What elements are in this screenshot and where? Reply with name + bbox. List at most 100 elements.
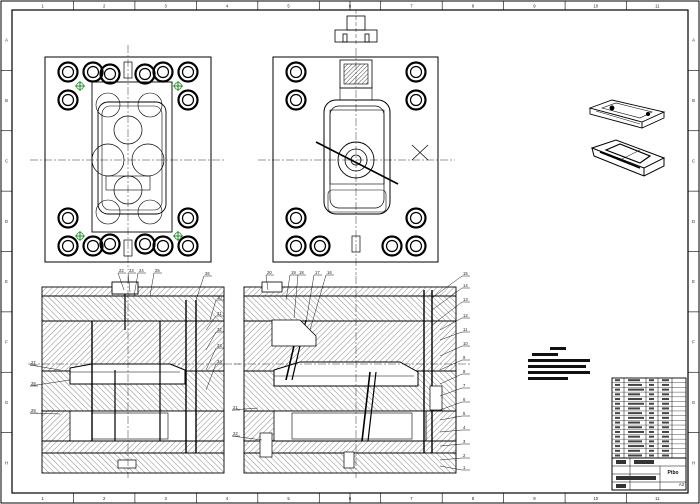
product-isometric-bottom: [590, 139, 666, 177]
balloon-leader: [439, 387, 463, 397]
parts-list-cell-text: [649, 407, 654, 410]
bolt-hole-inner: [289, 93, 303, 107]
parts-list-cell-text: [615, 445, 620, 448]
parts-list-cell-text: [662, 407, 669, 410]
bolt-hole-outer: [57, 61, 79, 83]
balloon-leader: [29, 364, 61, 371]
parts-list-cell-text: [628, 398, 642, 401]
parts-list-cell-text: [615, 421, 620, 424]
balloon-leader: [205, 315, 217, 331]
parts-list-cell-text: [615, 449, 620, 452]
zone-row-label-left: A: [5, 38, 8, 43]
title-block: [611, 457, 687, 491]
bolt-hole-outer: [177, 89, 199, 111]
bolt-hole-outer: [309, 235, 331, 257]
parts-list-cell-text: [662, 421, 669, 424]
parts-list-cell-text: [649, 416, 654, 419]
bolt-hole-inner: [86, 239, 100, 253]
bolt-hole-inner: [61, 65, 75, 79]
zone-column-label-bottom: 8: [472, 496, 475, 501]
bolt-hole-inner: [138, 237, 152, 251]
balloon-label: 21: [233, 405, 238, 410]
parts-list-cell-text: [615, 383, 620, 386]
balloon-label: 19: [291, 270, 296, 275]
bolt-hole-outer: [99, 233, 121, 255]
bolt-hole-inner: [313, 239, 327, 253]
bolt-hole-inner: [289, 65, 303, 79]
parts-list-cell-text: [662, 445, 669, 448]
parts-list-cell-text: [628, 445, 644, 448]
parts-list-cell-text: [662, 449, 669, 452]
bolt-hole-inner: [289, 239, 303, 253]
balloon-label: 27: [31, 360, 36, 365]
balloon-leader: [265, 274, 269, 291]
parts-list-cell-text: [662, 412, 669, 415]
parts-list-cell-text: [615, 407, 620, 410]
bolt-hole-inner: [409, 93, 423, 107]
balloon-leader: [439, 359, 463, 371]
bolt-hole-inner: [156, 65, 170, 79]
zone-column-label-bottom: 4: [226, 496, 229, 501]
balloon-label: 34: [217, 359, 222, 364]
balloon-leader: [439, 373, 463, 385]
balloon-leader: [439, 465, 463, 471]
zone-column-label-top: 1: [42, 4, 45, 9]
guide-mark: [174, 82, 182, 90]
balloon-label: 10: [463, 341, 468, 346]
plan-view-moving-half: [30, 45, 225, 270]
parts-list-cell-text: [662, 454, 669, 457]
balloon-leader: [439, 345, 463, 357]
title-block-logo: Ptbo: [667, 470, 678, 476]
parts-list-cell-text: [628, 379, 640, 382]
bolt-hole-outer: [134, 233, 156, 255]
bolt-hole-outer: [57, 207, 79, 229]
balloon-label: 30: [217, 295, 222, 300]
balloon-label: 9: [463, 355, 466, 360]
parts-list-cell-text: [628, 426, 642, 429]
bolt-hole-outer: [57, 89, 79, 111]
plan-view-right-bolt-holes: [285, 61, 427, 257]
parts-list-cell-text: [615, 393, 620, 396]
zone-column-label-bottom: 10: [593, 496, 598, 501]
zone-row-label-left: C: [5, 158, 8, 163]
zone-row-label-left: E: [5, 279, 8, 284]
bolt-hole-outer: [285, 207, 307, 229]
plan-view-fixed-half: [258, 48, 455, 275]
bolt-hole-outer: [82, 61, 104, 83]
balloon-leader: [431, 287, 463, 311]
bolt-hole-outer: [381, 235, 403, 257]
parts-list-cell-text: [628, 435, 640, 438]
balloon-label: 2: [463, 453, 466, 458]
parts-list-cell-text: [628, 393, 640, 396]
bolt-hole-inner: [103, 67, 117, 81]
balloon-label: 7: [463, 383, 466, 388]
parts-list-cell-text: [662, 398, 669, 401]
bolt-hole-outer: [177, 207, 199, 229]
sheet-size-label: A3: [679, 482, 685, 487]
zone-column-label-bottom: 1: [42, 496, 45, 501]
balloon-label: 25: [155, 268, 160, 273]
balloon-leader: [117, 272, 125, 291]
zone-row-label-right: F: [692, 340, 695, 345]
balloon-leader: [439, 429, 463, 433]
zone-column-label-top: 4: [226, 4, 229, 9]
balloon-label: 3: [463, 439, 466, 444]
parts-list-cell-text: [615, 412, 620, 415]
parts-list-cell-text: [662, 416, 669, 419]
parts-list-cell-text: [628, 430, 644, 433]
zone-row-label-left: B: [5, 98, 8, 103]
bolt-hole-outer: [285, 61, 307, 83]
zone-column-label-bottom: 9: [533, 496, 536, 501]
balloon-leader: [127, 272, 131, 293]
parts-list-cell-text: [628, 412, 642, 415]
bolt-hole-inner: [409, 211, 423, 225]
balloon-leader: [309, 274, 327, 331]
bolt-hole-inner: [409, 65, 423, 79]
parts-list-cell-text: [628, 440, 642, 443]
bolt-hole-outer: [134, 63, 156, 85]
section-view-a: [28, 276, 240, 478]
balloon-leader: [149, 272, 155, 297]
zone-column-label-top: 2: [103, 4, 106, 9]
